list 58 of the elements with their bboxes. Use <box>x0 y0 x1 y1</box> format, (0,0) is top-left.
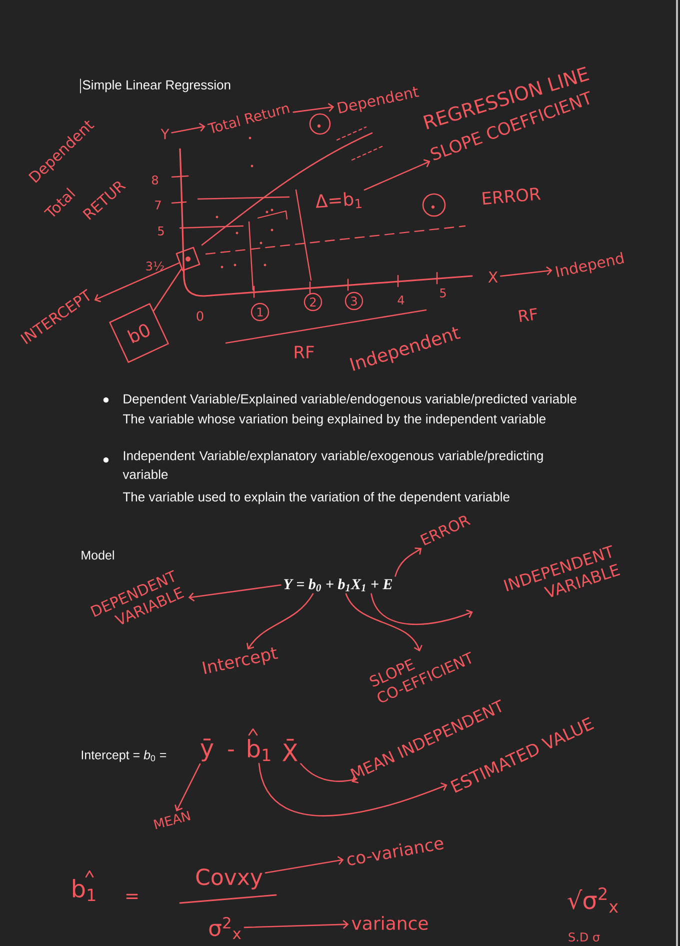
section-heading: Model <box>82 550 114 560</box>
tick-number: 8 <box>152 175 158 185</box>
tick-number: 0 <box>196 311 204 321</box>
handwritten-box: b0 <box>109 303 169 363</box>
handwritten-symbol: b$_{1}$ <box>72 879 96 901</box>
handwritten-text: Independ <box>556 252 624 278</box>
handwritten-symbol: b$_{1}$ <box>248 739 270 761</box>
arrow <box>244 920 349 929</box>
handwritten-symbol: - <box>228 750 234 752</box>
circled-number: 3 <box>344 292 364 310</box>
handwritten-text: Y <box>160 128 170 140</box>
list-item-text: Independent Variable/explanatory variable/exogenous variable/predicting variable <box>122 450 543 480</box>
handwritten-symbol: X̄ <box>282 738 298 762</box>
handwritten-text: RF <box>518 308 537 322</box>
handwritten-text: RF <box>294 346 314 358</box>
tick-number: 5 <box>158 226 164 236</box>
handwritten-text: Intercept <box>202 647 278 674</box>
list-item-text: The variable whose variation being explained by the independent variable <box>123 414 546 426</box>
tick-number: 4 <box>398 296 404 304</box>
tick-number: 7 <box>155 200 161 210</box>
arrow <box>394 548 422 577</box>
formula-text: Intercept = b$_{0}$ = <box>82 750 166 762</box>
list-item-text: Dependent Variable/Explained variable/endogenous variable/predicted variable <box>124 394 576 406</box>
arrow <box>364 159 430 191</box>
arrow <box>370 593 473 625</box>
arrow <box>246 593 314 650</box>
handwritten-text: Covxy <box>196 868 262 890</box>
handwritten-text: MEAN <box>154 810 190 830</box>
handwritten-symbol: ȳ <box>200 738 214 762</box>
arrow <box>94 262 180 302</box>
page-title: Simple Linear Regression <box>82 80 230 92</box>
arrow <box>292 103 334 113</box>
circled-number: 2 <box>304 292 322 312</box>
arrow <box>171 122 206 134</box>
arrow <box>264 856 344 874</box>
handwritten-symbol: = <box>126 894 138 899</box>
arrow <box>258 762 448 816</box>
arrow <box>500 266 552 277</box>
list-item-text: The variable used to explain the variation of the dependent variable <box>123 492 510 504</box>
handwritten-text: ERROR <box>482 188 541 205</box>
arrow <box>174 763 201 812</box>
arrow <box>188 584 282 602</box>
point-box <box>176 246 200 272</box>
arrow <box>300 762 359 784</box>
circled-number: 1 <box>250 302 270 322</box>
tick-number: 3½ <box>146 261 164 271</box>
connector-line <box>153 268 182 312</box>
handwritten-text: co-variance <box>347 840 444 866</box>
arrow <box>345 593 422 652</box>
handwritten-text: Δ=b$_{1}$ <box>316 192 362 208</box>
handwritten-text: S.D σ <box>568 932 600 942</box>
handwritten-text: Total Return <box>207 106 290 133</box>
handwritten-symbol: σ$^{2}$x <box>209 916 241 940</box>
tick-number: 5 <box>440 288 446 298</box>
handwritten-text: X <box>488 272 498 282</box>
handwritten-text: variance <box>352 916 428 930</box>
equation: Y = b$_{0}$ + b$_{1}$X$_{1}$ + E <box>284 578 392 592</box>
handwritten-symbol: √σ$^{2}$x <box>568 887 618 913</box>
